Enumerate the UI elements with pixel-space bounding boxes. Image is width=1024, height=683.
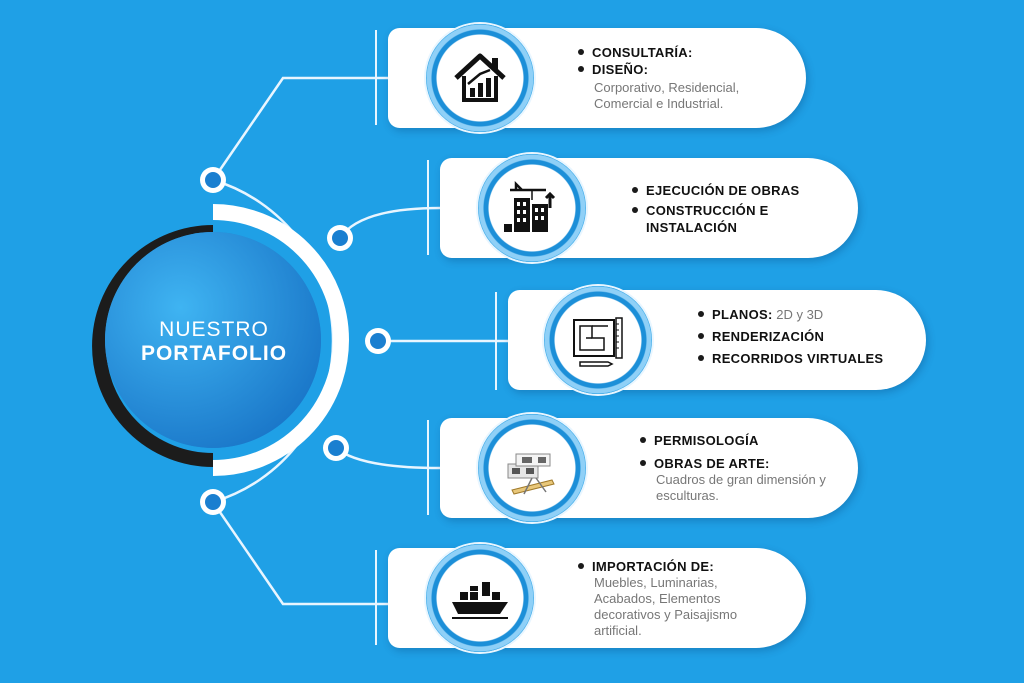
- service-1-item-1-label: CONSULTARÍA:: [592, 45, 693, 60]
- service-text-1: CONSULTARÍA: DISEÑO: Corporativo, Reside…: [578, 44, 788, 112]
- service-2-item-1-label: EJECUCIÓN DE OBRAS: [646, 183, 800, 198]
- bullet: [578, 66, 584, 72]
- service-1-item-2: DISEÑO:: [578, 61, 788, 78]
- service-3-item-3-label: RECORRIDOS VIRTUALES: [712, 351, 884, 366]
- service-1-item-2-label: DISEÑO:: [592, 62, 649, 77]
- service-3-item-1-detail: 2D y 3D: [776, 307, 824, 322]
- service-text-4: PERMISOLOGÍA OBRAS DE ARTE: Cuadros de g…: [640, 432, 840, 504]
- service-text-2: EJECUCIÓN DE OBRAS CONSTRUCCIÓN E INSTAL…: [632, 182, 842, 236]
- construction-building-icon: [504, 180, 556, 232]
- service-2-item-2-label: CONSTRUCCIÓN E INSTALACIÓN: [646, 203, 769, 235]
- service-icon-circle-1: [426, 24, 534, 132]
- hub-title-line2: PORTAFOLIO: [140, 342, 288, 365]
- service-3-item-2-label: RENDERIZACIÓN: [712, 329, 825, 344]
- bullet: [640, 437, 646, 443]
- service-4-item-1-label: PERMISOLOGÍA: [654, 433, 759, 448]
- service-5-item-1-label: IMPORTACIÓN DE:: [592, 559, 714, 574]
- bullet: [632, 207, 638, 213]
- bullet: [578, 563, 584, 569]
- service-2-item-1: EJECUCIÓN DE OBRAS: [632, 182, 842, 199]
- service-icon-circle-4: [478, 414, 586, 522]
- house-chart-icon: [454, 53, 506, 102]
- service-4-item-1: PERMISOLOGÍA: [640, 432, 840, 449]
- cargo-ship-icon: [452, 582, 508, 619]
- node-1: [200, 167, 226, 193]
- service-5-item-1: IMPORTACIÓN DE:: [578, 558, 768, 575]
- service-icon-circle-5: [426, 544, 534, 652]
- service-3-item-1: PLANOS: 2D y 3D: [698, 306, 918, 323]
- service-icon-circle-3: [544, 286, 652, 394]
- service-1-description: Corporativo, Residencial, Comercial e In…: [594, 80, 740, 111]
- hub-title-line1: NUESTRO: [159, 318, 269, 341]
- service-4-description: Cuadros de gran dimensión y esculturas.: [656, 472, 826, 503]
- service-3-item-1-label: PLANOS:: [712, 307, 773, 322]
- service-3-item-3: RECORRIDOS VIRTUALES: [698, 350, 918, 367]
- service-text-5: IMPORTACIÓN DE: Muebles, Luminarias, Aca…: [578, 558, 768, 639]
- service-4-item-2-label: OBRAS DE ARTE:: [654, 456, 770, 471]
- bullet: [640, 460, 646, 466]
- building-render-icon: [507, 453, 555, 495]
- bullet: [578, 49, 584, 55]
- service-1-item-1: CONSULTARÍA:: [578, 44, 788, 61]
- service-3-item-2: RENDERIZACIÓN: [698, 328, 918, 345]
- bullet: [698, 355, 704, 361]
- blueprint-icon: [573, 317, 623, 367]
- service-text-3: PLANOS: 2D y 3D RENDERIZACIÓN RECORRIDOS…: [698, 306, 918, 367]
- service-icon-circle-2: [478, 154, 586, 262]
- service-4-item-2: OBRAS DE ARTE:: [640, 455, 840, 472]
- service-2-item-2: CONSTRUCCIÓN E INSTALACIÓN: [632, 202, 842, 236]
- bullet: [698, 311, 704, 317]
- hub-title: NUESTRO PORTAFOLIO: [104, 318, 324, 366]
- service-5-description: Muebles, Luminarias, Acabados, Elementos…: [594, 575, 738, 638]
- bullet: [698, 333, 704, 339]
- bullet: [632, 187, 638, 193]
